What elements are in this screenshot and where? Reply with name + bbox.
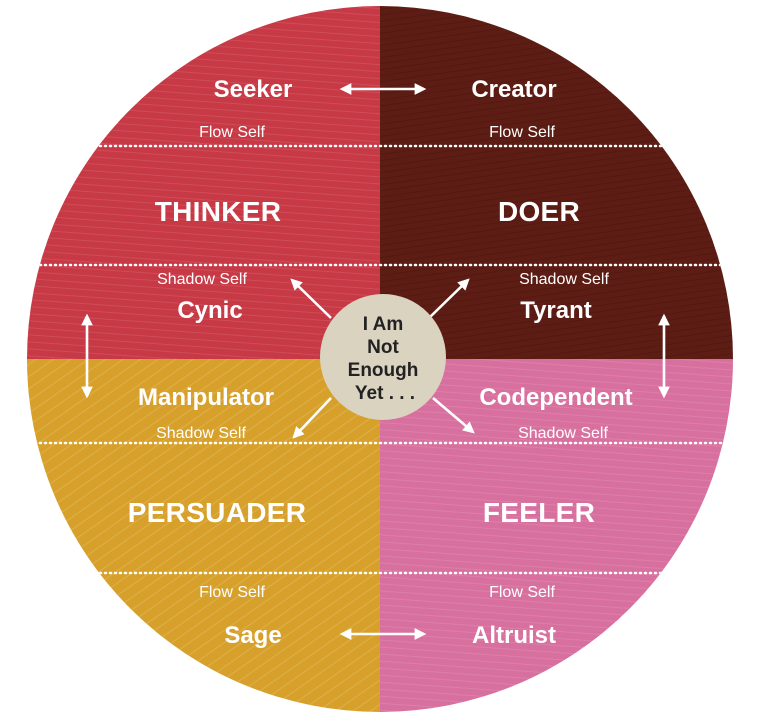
doer-shadow-name: Tyrant (520, 297, 592, 324)
persuader-shadow-name: Manipulator (138, 384, 274, 411)
thinker-flow-name: Seeker (214, 76, 293, 103)
persuader-flow-label: Flow Self (199, 584, 265, 601)
core-to-codependent-arrow (432, 397, 475, 434)
arrows (81, 83, 670, 640)
feeler-shadow-label: Shadow Self (518, 425, 608, 442)
thinker-shadow-name: Cynic (177, 297, 242, 324)
feeler-shadow-name: Codependent (479, 384, 632, 411)
core-to-manipulator-arrow (292, 397, 332, 439)
feeler-type-label: FEELER (483, 497, 595, 528)
dotted-dividers (27, 144, 733, 575)
feeler-flow-name: Altruist (472, 622, 556, 649)
persuader-flow-name: Sage (224, 622, 281, 649)
thinker-flow-label: Flow Self (199, 124, 265, 141)
feeler-flow-label: Flow Self (489, 584, 555, 601)
core-belief-circle (320, 294, 446, 420)
thinker-shadow-label: Shadow Self (157, 271, 247, 288)
persuader-shadow-label: Shadow Self (156, 425, 246, 442)
core-belief-line-2: Not (367, 337, 399, 358)
persuader-type-label: PERSUADER (128, 497, 307, 528)
doer-shadow-label: Shadow Self (519, 271, 609, 288)
core-to-cynic-arrow (290, 278, 332, 319)
thinker-type-label: THINKER (155, 196, 282, 227)
doer-flow-name: Creator (471, 76, 556, 103)
core-belief-line-1: I Am (363, 314, 403, 335)
core-belief-line-3: Enough (348, 360, 419, 381)
doer-type-label: DOER (498, 196, 580, 227)
core-to-tyrant-arrow (428, 278, 470, 319)
doer-flow-label: Flow Self (489, 124, 555, 141)
core-belief-line-4: Yet . . . (355, 383, 415, 404)
